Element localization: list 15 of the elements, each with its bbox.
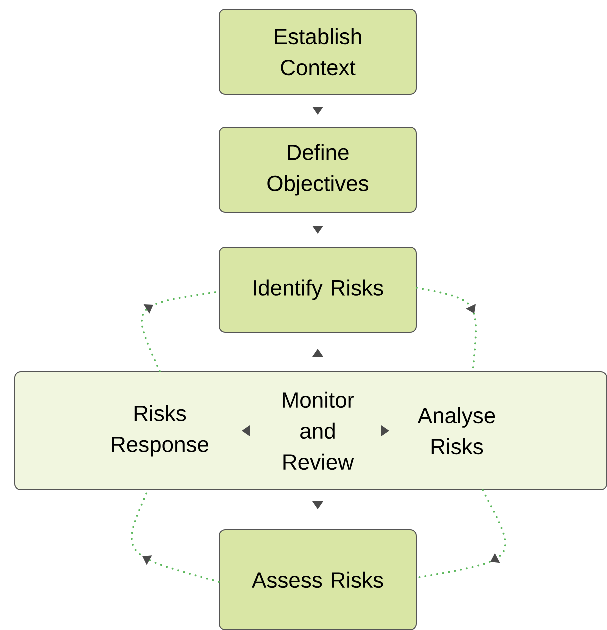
arrow <box>416 490 506 579</box>
step-label: Risks Response <box>112 405 209 457</box>
arrow <box>312 226 324 234</box>
process-box: Assess Risks <box>219 530 417 630</box>
process-box: Define Objectives <box>219 127 417 213</box>
step-label: Analyse Risks <box>418 407 496 455</box>
monitor-band <box>14 372 607 490</box>
arrow <box>312 502 324 510</box>
arrow <box>242 426 250 436</box>
arrow <box>382 426 390 436</box>
process-box: Identify Risks <box>219 247 417 333</box>
arrow <box>312 349 324 357</box>
process-box: Establish Context <box>219 9 417 95</box>
arrow <box>312 107 324 115</box>
step-label: Monitor and Review <box>283 392 354 470</box>
